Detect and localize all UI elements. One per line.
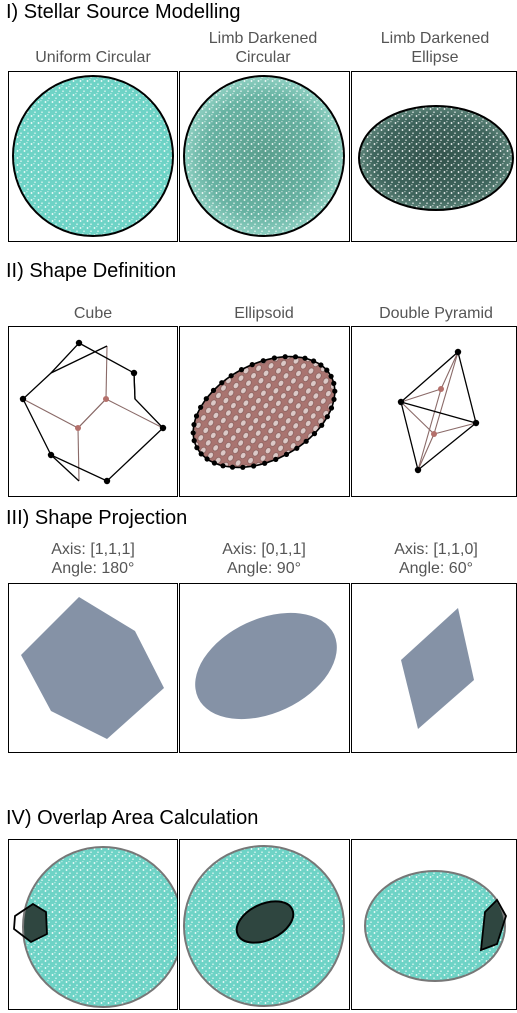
projection-2-angle: Angle: 90° bbox=[226, 560, 301, 577]
panel-limb-ellipse bbox=[351, 71, 517, 242]
ellipsoid-vertex bbox=[210, 387, 217, 393]
projection-1-angle: Angle: 180° bbox=[51, 560, 135, 577]
projection-2-axis: Axis: [0,1,1] bbox=[222, 541, 306, 558]
caption-projection-2: Axis: [0,1,1] Angle: 90° bbox=[179, 540, 349, 578]
overlap-2-region bbox=[235, 900, 295, 944]
section-title-overlap-area: IV) Overlap Area Calculation bbox=[6, 807, 259, 829]
caption-limb-ellipse: Limb Darkened Ellipse bbox=[350, 29, 517, 67]
ellipsoid-vertex bbox=[262, 460, 268, 466]
ellipsoid-vertex bbox=[191, 438, 197, 444]
ellipsoid-vertex bbox=[260, 358, 266, 364]
panel-projection-cube bbox=[8, 583, 178, 753]
ellipsoid-vertex bbox=[240, 464, 246, 470]
ellipsoid-vertex bbox=[198, 451, 204, 457]
ellipsoid-vertex bbox=[219, 380, 225, 386]
ellipsoid-vertex bbox=[294, 445, 300, 451]
ellipsoid-vertex bbox=[193, 413, 200, 419]
overlap-1-region bbox=[23, 904, 47, 942]
caption-uniform-circular: Uniform Circular bbox=[35, 49, 151, 66]
projection-1-axis: Axis: [1,1,1] bbox=[51, 541, 135, 558]
overlap-1-occulter-outline bbox=[13, 902, 48, 944]
caption-limb-ellipse-line1: Limb Darkened bbox=[380, 30, 490, 47]
ellipsoid-vertex bbox=[324, 414, 330, 420]
ellipsoid-vertex bbox=[319, 422, 325, 428]
ellipsoid-vertex bbox=[318, 362, 324, 368]
caption-projection-3: Axis: [1,1,0] Angle: 60° bbox=[351, 540, 517, 578]
ellipsoid-vertex bbox=[204, 456, 210, 462]
panel-overlap-3 bbox=[351, 839, 517, 1010]
ellipsoid-vertex bbox=[283, 451, 290, 457]
ellipsoid-vertex bbox=[282, 354, 288, 360]
caption-projection-1: Axis: [1,1,1] Angle: 180° bbox=[8, 540, 178, 578]
ellipsoid-vertex bbox=[198, 404, 204, 410]
cube-projection-hexagon bbox=[21, 597, 164, 739]
ellipsoid-vertex bbox=[303, 438, 309, 444]
ellipsoid-vertex bbox=[311, 358, 317, 364]
panel-limb-circular bbox=[179, 71, 350, 242]
caption-double-pyramid: Double Pyramid bbox=[379, 305, 493, 322]
ellipsoid-shape bbox=[190, 354, 338, 470]
overlap-3-occulter-outline bbox=[479, 898, 507, 952]
ellipsoid-vertex bbox=[292, 354, 299, 360]
ellipsoid-projection bbox=[195, 612, 337, 720]
section-title-shape-projection: III) Shape Projection bbox=[6, 507, 188, 529]
ellipsoid-vertex bbox=[229, 464, 236, 470]
panel-projection-pyramid bbox=[351, 583, 517, 753]
ellipsoid-vertex bbox=[228, 373, 234, 379]
ellipsoid-vertex bbox=[331, 396, 337, 402]
panel-overlap-2 bbox=[179, 839, 350, 1010]
ellipsoid-vertex bbox=[328, 405, 335, 411]
ellipsoid-vertex bbox=[190, 430, 196, 436]
ellipsoid-vertex bbox=[191, 422, 197, 428]
ellipsoid-vertex bbox=[302, 355, 308, 361]
panel-ellipsoid bbox=[179, 326, 350, 497]
panel-projection-ellipsoid bbox=[179, 583, 350, 753]
ellipsoid-vertex bbox=[203, 396, 209, 402]
caption-limb-circular: Limb Darkened Circular bbox=[178, 29, 348, 67]
ellipsoid-vertex bbox=[328, 373, 334, 379]
ellipsoid-vertex bbox=[324, 367, 330, 373]
ellipsoid-vertex bbox=[311, 431, 318, 437]
ellipsoid-vertex bbox=[271, 355, 277, 361]
caption-limb-circular-line2: Circular bbox=[235, 49, 291, 66]
panel-uniform-circular bbox=[8, 71, 178, 242]
ellipsoid-vertex bbox=[331, 380, 337, 386]
pyramid-projection bbox=[401, 608, 474, 729]
caption-limb-ellipse-line2: Ellipse bbox=[411, 49, 459, 66]
caption-limb-circular-line1: Limb Darkened bbox=[208, 30, 318, 47]
ellipsoid-vertex bbox=[238, 367, 245, 373]
caption-ellipsoid: Ellipsoid bbox=[234, 305, 294, 322]
ellipsoid-vertex bbox=[249, 362, 255, 368]
caption-cube: Cube bbox=[73, 305, 113, 322]
ellipsoid-vertex bbox=[332, 388, 338, 394]
ellipsoid-vertex bbox=[273, 456, 279, 462]
section-title-stellar-source: I) Stellar Source Modelling bbox=[6, 1, 241, 23]
cube-shape bbox=[19, 339, 167, 485]
panel-overlap-1 bbox=[8, 839, 178, 1010]
ellipsoid-vertex bbox=[211, 460, 217, 466]
double-pyramid-shape bbox=[397, 348, 480, 474]
ellipsoid-vertex bbox=[220, 463, 226, 469]
section-title-shape-definition: II) Shape Definition bbox=[6, 260, 177, 282]
ellipsoid-vertex bbox=[251, 463, 257, 469]
projection-3-axis: Axis: [1,1,0] bbox=[394, 541, 478, 558]
panel-double-pyramid bbox=[351, 326, 517, 497]
ellipsoid-vertex bbox=[194, 445, 200, 451]
overlap-3-region bbox=[481, 900, 505, 950]
panel-cube bbox=[8, 326, 178, 497]
projection-3-angle: Angle: 60° bbox=[398, 560, 473, 577]
